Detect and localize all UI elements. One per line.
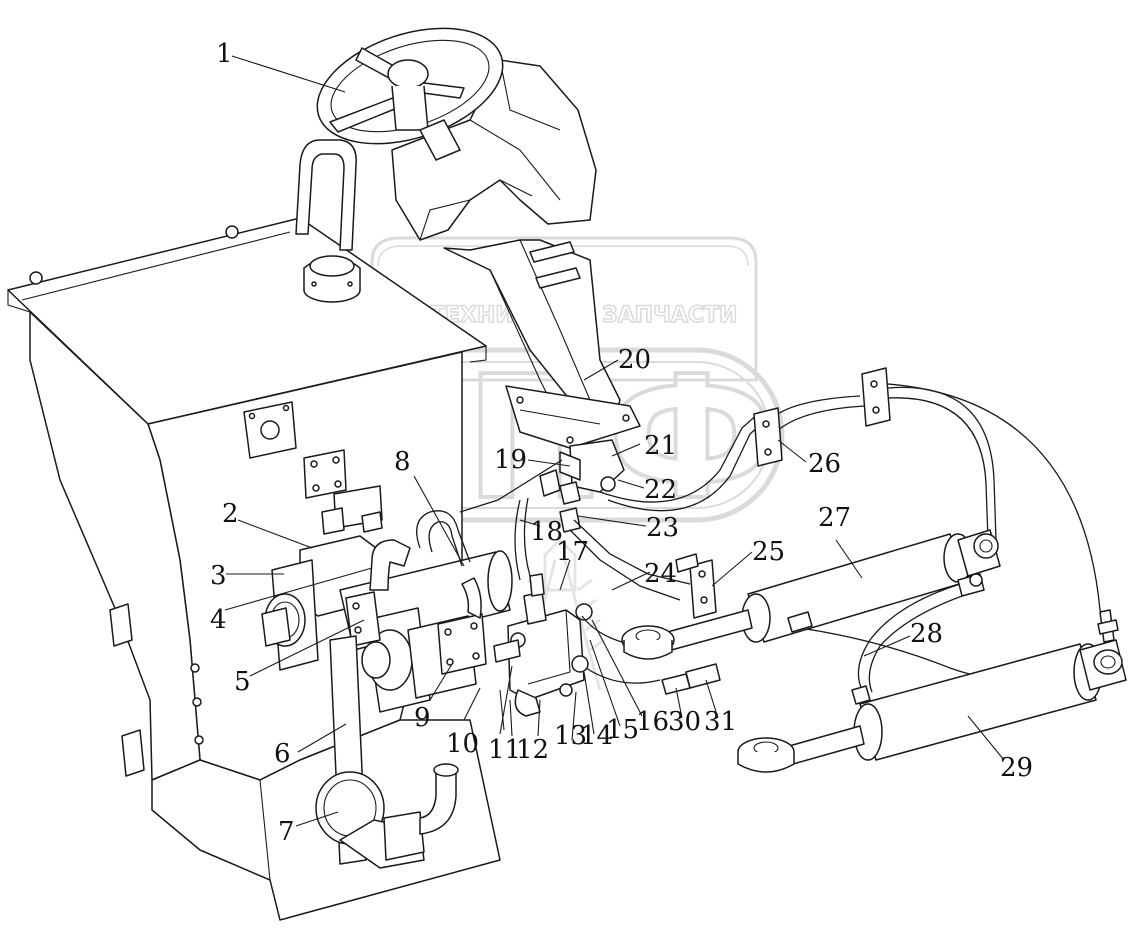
steering-wheel-assembly (295, 27, 641, 493)
callout-19: 19 (494, 445, 527, 475)
callout-4: 4 (210, 605, 227, 635)
callout-27: 27 (818, 503, 851, 533)
callout-12: 12 (516, 735, 549, 765)
callout-14: 14 (580, 721, 613, 751)
watermark-text-right: ЗАПЧАСТИ (602, 303, 737, 328)
callout-10: 10 (446, 729, 479, 759)
callout-17: 17 (556, 537, 589, 567)
callout-7: 7 (278, 817, 295, 847)
callout-1: 1 (216, 39, 233, 69)
callout-6: 6 (274, 739, 291, 769)
callout-26: 26 (808, 449, 841, 479)
pump-group (261, 449, 513, 869)
callout-labels: 1 2 3 4 5 6 7 8 9 10 11 12 13 14 15 16 1… (210, 39, 1033, 847)
callout-25: 25 (752, 537, 785, 567)
steering-cylinder-lower (737, 639, 1127, 773)
callout-5: 5 (234, 667, 251, 697)
callout-15: 15 (606, 715, 639, 745)
callout-31: 31 (704, 707, 737, 737)
fittings (661, 573, 1119, 695)
callout-21: 21 (644, 431, 677, 461)
callout-13: 13 (554, 721, 587, 751)
callout-23: 23 (646, 513, 679, 543)
callout-22: 22 (644, 475, 677, 505)
steering-cylinder-upper (621, 529, 1001, 660)
callout-8: 8 (394, 447, 411, 477)
callout-11: 11 (488, 735, 521, 765)
callout-leaders (224, 55, 1005, 827)
filler-cap (303, 255, 361, 303)
callout-30: 30 (668, 707, 701, 737)
callout-28: 28 (910, 619, 943, 649)
hose-clamps (675, 367, 891, 619)
callout-20: 20 (618, 345, 651, 375)
callout-9: 9 (414, 703, 431, 733)
callout-3: 3 (210, 561, 227, 591)
callout-24: 24 (644, 559, 677, 589)
callout-18: 18 (530, 517, 563, 547)
hydraulic-lines (459, 383, 1105, 693)
callout-2: 2 (222, 499, 239, 529)
callout-16: 16 (636, 707, 669, 737)
control-valve-block (493, 573, 593, 737)
callout-29: 29 (1000, 753, 1033, 783)
